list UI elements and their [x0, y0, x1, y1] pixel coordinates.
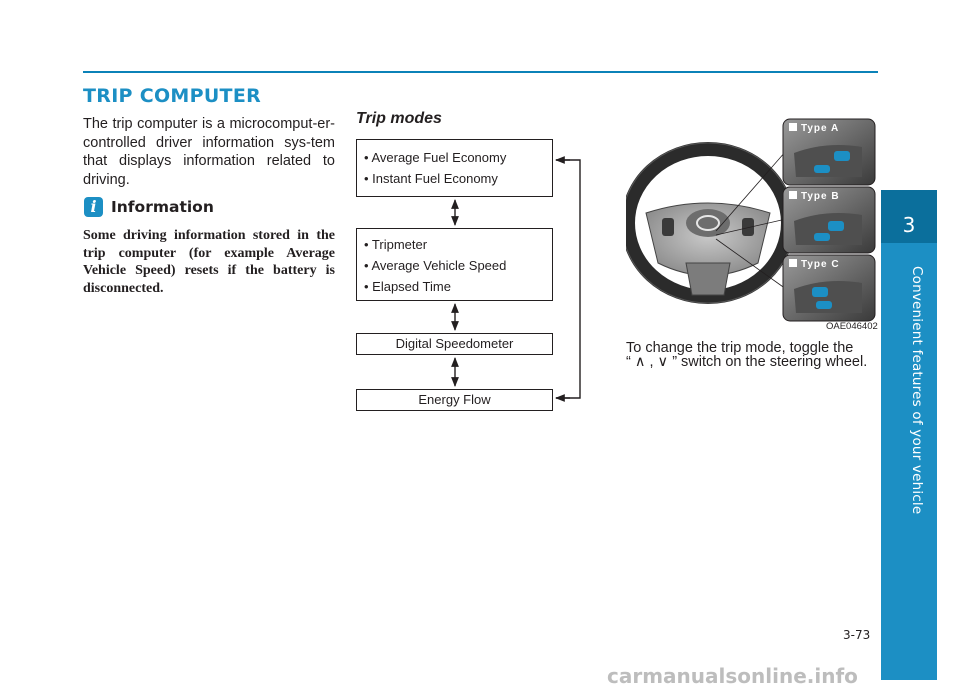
intro-paragraph: The trip computer is a microcomput-er-co…: [83, 116, 335, 188]
trip-modes-heading: Trip modes: [356, 110, 442, 127]
mode-box-fuel: • Average Fuel Economy • Instant Fuel Ec…: [356, 139, 553, 197]
header-rule: [83, 71, 878, 73]
panel-label-b: Type B: [801, 191, 840, 202]
figure-caption: OAE046402: [826, 321, 878, 332]
chapter-tab: [881, 190, 937, 680]
mode-item: • Average Fuel Economy: [364, 150, 507, 165]
panel-label-c: Type C: [801, 259, 840, 270]
page-number: 3-73: [843, 628, 871, 642]
panel-type-a: Type A: [782, 118, 876, 186]
steering-wheel-figure: Type A Type B Type C: [626, 113, 878, 333]
mode-item: • Average Vehicle Speed: [364, 258, 507, 273]
panel-type-c: Type C: [782, 254, 876, 322]
watermark: carmanualsonline.info: [607, 664, 858, 688]
loop-arrow: [556, 159, 581, 399]
wheel-logo: [696, 215, 720, 231]
info-text: Some driving information stored in the t…: [83, 228, 335, 296]
mode-item: • Tripmeter: [364, 237, 428, 252]
section-title: TRIP COMPUTER: [83, 85, 262, 107]
wheel-hub: [645, 202, 771, 276]
mode-box-trip: • Tripmeter • Average Vehicle Speed • El…: [356, 228, 553, 301]
info-icon: i: [84, 197, 103, 217]
chapter-number: 3: [902, 213, 916, 237]
mode-box-speedometer: Digital Speedometer: [356, 333, 553, 355]
mode-item: • Instant Fuel Economy: [364, 171, 498, 186]
steering-wheel-illustration: Type A Type B Type C: [626, 118, 876, 322]
toggle-instruction-line1: To change the trip mode, toggle the: [626, 340, 854, 356]
toggle-instruction-line2: “ ∧ , ∨ ” switch on the steering wheel.: [626, 354, 868, 370]
mode-box-energy-flow: Energy Flow: [356, 389, 553, 411]
info-heading: Information: [111, 198, 214, 216]
chapter-title: Convenient features of your vehicle: [909, 266, 925, 515]
panel-label-a: Type A: [801, 123, 839, 134]
panel-type-b: Type B: [782, 186, 876, 254]
chapter-tab-number-bg: [881, 190, 937, 243]
mode-item: • Elapsed Time: [364, 279, 451, 294]
